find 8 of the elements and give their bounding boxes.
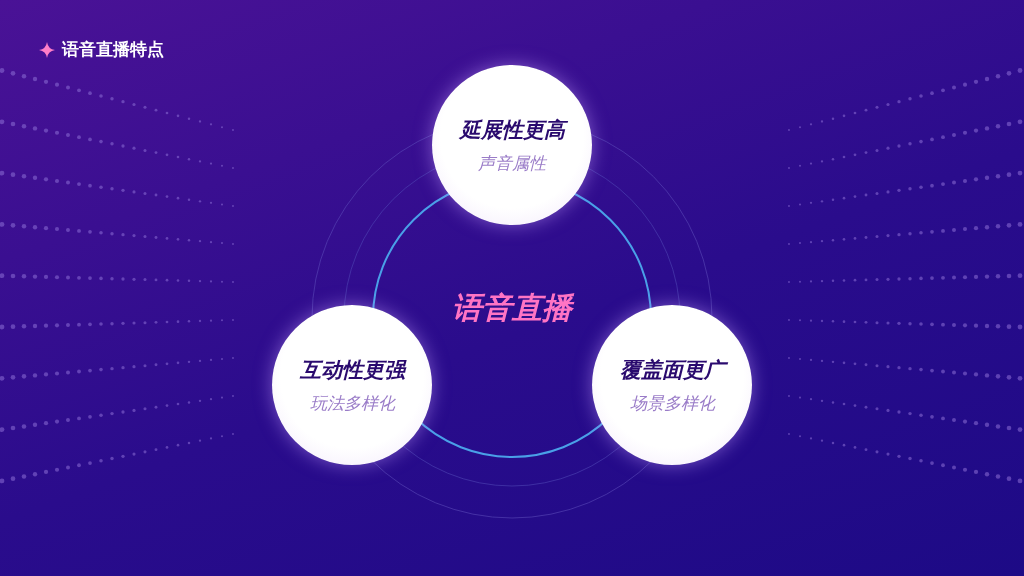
feature-subtitle: 玩法多样化 — [309, 391, 395, 415]
feature-heading: 互动性更强 — [299, 356, 405, 384]
feature-circle — [592, 305, 752, 465]
feature-circle — [272, 305, 432, 465]
title: 语音直播特点 — [62, 38, 164, 61]
feature-circle — [432, 65, 592, 225]
feature-subtitle: 声音属性 — [478, 151, 546, 175]
feature-subtitle: 场景多样化 — [629, 391, 715, 415]
